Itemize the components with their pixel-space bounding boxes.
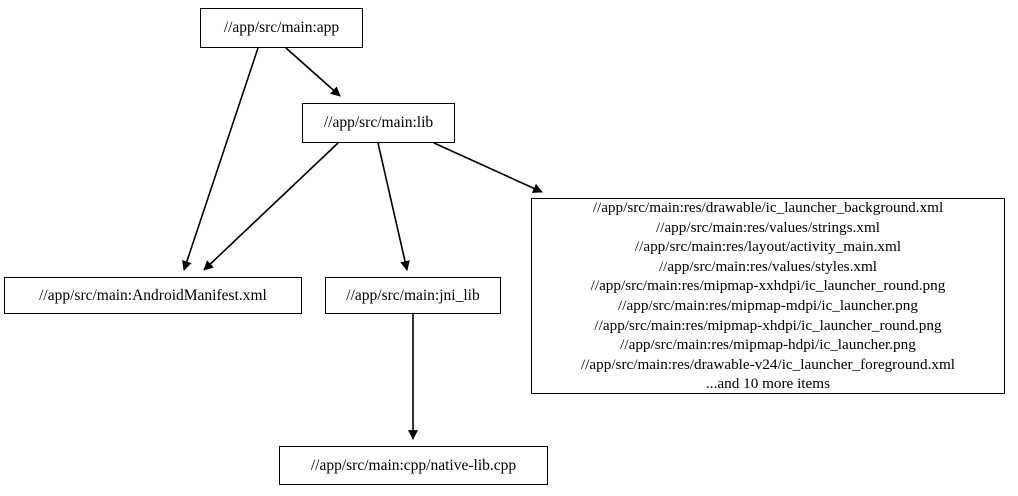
graph-node-res-group-label: //app/src/main:res/drawable/ic_launcher_…	[580, 199, 956, 393]
edge-lib-to-jni-lib	[377, 142, 410, 271]
graph-node-jni-lib-label: //app/src/main:jni_lib	[346, 286, 480, 304]
graph-node-lib-label: //app/src/main:lib	[323, 114, 434, 132]
graph-node-jni-lib[interactable]: //app/src/main:jni_lib	[325, 277, 501, 314]
edge-app-to-lib	[285, 47, 341, 97]
graph-node-native-lib-cpp[interactable]: //app/src/main:cpp/native-lib.cpp	[279, 446, 548, 485]
graph-node-lib[interactable]: //app/src/main:lib	[302, 103, 455, 143]
graph-node-android-manifest[interactable]: //app/src/main:AndroidManifest.xml	[4, 277, 302, 314]
edge-lib-to-manifest	[203, 142, 339, 271]
graph-node-android-manifest-label: //app/src/main:AndroidManifest.xml	[39, 286, 267, 304]
graph-node-native-lib-cpp-label: //app/src/main:cpp/native-lib.cpp	[310, 456, 517, 474]
edge-lib-to-res-group	[433, 142, 543, 193]
edge-app-to-manifest	[182, 47, 259, 271]
graph-node-app-label: //app/src/main:app	[223, 19, 340, 37]
graph-node-res-group[interactable]: //app/src/main:res/drawable/ic_launcher_…	[531, 198, 1005, 394]
graph-node-app[interactable]: //app/src/main:app	[200, 8, 363, 48]
